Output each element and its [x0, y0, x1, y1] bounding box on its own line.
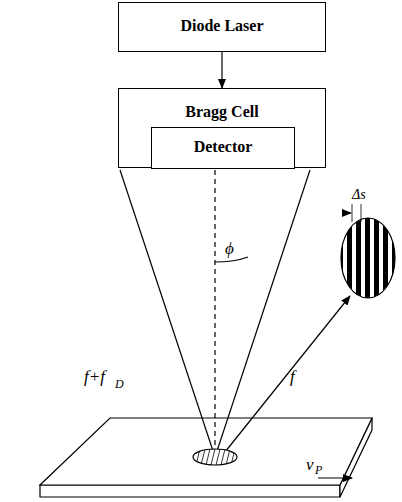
- symbol-label: ϕ: [225, 240, 234, 257]
- velocity-arrow: [318, 477, 352, 478]
- symbol-label: f+f: [84, 368, 105, 385]
- beam-arrow: [221, 52, 222, 88]
- fringe-pattern: [341, 204, 395, 306]
- laser-beams: [120, 170, 350, 457]
- symbol-label: Δs: [352, 188, 366, 202]
- symbol-label: f: [290, 368, 295, 385]
- symbol-label: D: [115, 378, 124, 390]
- symbol-label: P: [315, 464, 322, 476]
- measurement-spot: [193, 449, 237, 465]
- component-box: Diode Laser: [118, 2, 326, 52]
- component-box: Bragg CellDetector: [118, 88, 326, 168]
- box-label: Bragg Cell: [119, 103, 325, 121]
- box-label: Diode Laser: [119, 17, 325, 35]
- detector-box: Detector: [151, 127, 295, 169]
- symbol-label: v: [306, 456, 314, 473]
- box-label: Detector: [152, 138, 294, 156]
